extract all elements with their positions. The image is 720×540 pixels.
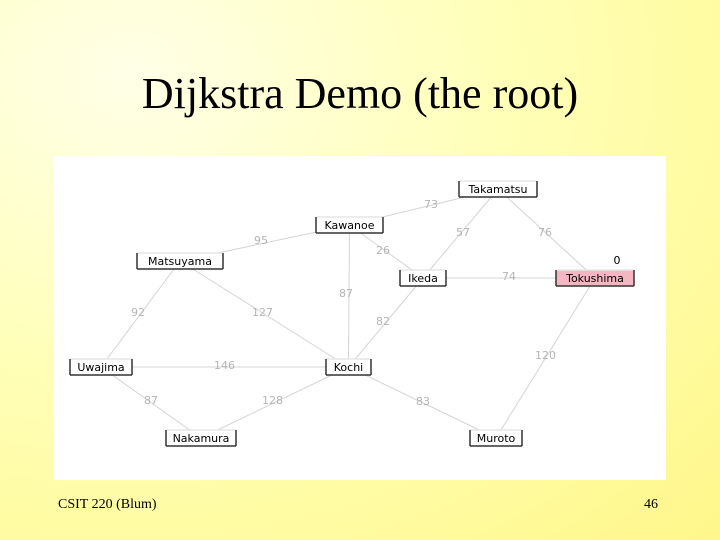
edge-weight-matsuyama-kawanoe: 95	[254, 234, 268, 247]
node-label-ikeda: Ikeda	[408, 272, 438, 285]
edge-kawanoe-kochi	[348, 224, 350, 368]
node-box-matsuyama	[137, 253, 223, 269]
edge-ikeda-takamatsu	[422, 188, 499, 279]
node-ikeda: Ikeda	[399, 269, 447, 287]
node-kochi: Kochi	[325, 358, 372, 376]
edge-weight-kawanoe-ikeda: 26	[376, 244, 390, 257]
edge-layer	[100, 188, 596, 439]
edge-uwajima-nakamura	[100, 366, 202, 439]
edge-weight-matsuyama-uwajima: 92	[131, 306, 145, 319]
graph-panel: 73 57 76 95 26 74 87 82 92 127 146 87 128 83 120 Takam…	[54, 156, 666, 480]
edge-kochi-nakamura	[200, 366, 349, 439]
node-box-muroto	[470, 430, 522, 446]
node-nakamura: Nakamura	[165, 429, 237, 447]
node-tokushima: Tokushima 0	[555, 254, 635, 287]
graph-diagram: 73 57 76 95 26 74 87 82 92 127 146 87 128 83 120 Takam…	[69, 180, 635, 447]
node-kawanoe: Kawanoe	[315, 216, 384, 234]
node-box-ikeda	[400, 270, 446, 286]
edge-weight-kawanoe-kochi: 87	[339, 287, 353, 300]
edge-weight-ikeda-takamatsu: 57	[456, 226, 470, 239]
node-label-muroto: Muroto	[477, 432, 516, 445]
slide-title: Dijkstra Demo (the root)	[141, 69, 579, 118]
edge-matsuyama-uwajima	[100, 260, 181, 368]
edge-ikeda-kochi	[348, 277, 424, 368]
slide-page-number: 46	[644, 497, 658, 512]
edge-weight-ikeda-tokushima: 74	[502, 270, 516, 283]
node-box-kawanoe	[316, 217, 383, 233]
node-box-tokushima	[556, 270, 634, 286]
edge-weight-uwajima-nakamura: 87	[144, 394, 158, 407]
edge-matsuyama-kochi	[179, 260, 349, 368]
node-label-kawanoe: Kawanoe	[325, 219, 375, 232]
edge-takamatsu-tokushima	[497, 188, 596, 279]
node-box-nakamura	[166, 430, 236, 446]
node-box-kochi	[326, 359, 371, 375]
edge-kochi-muroto	[348, 366, 497, 439]
node-label-takamatsu: Takamatsu	[467, 183, 527, 196]
edge-weight-tokushima-muroto: 120	[535, 349, 556, 362]
node-box-uwajima	[70, 359, 132, 375]
node-label-tokushima: Tokushima	[565, 272, 624, 285]
node-label-matsuyama: Matsuyama	[148, 255, 212, 268]
edge-weight-uwajima-kochi: 146	[214, 359, 235, 372]
node-box-takamatsu	[459, 181, 537, 197]
node-label-kochi: Kochi	[334, 361, 363, 374]
node-label-uwajima: Uwajima	[77, 361, 124, 374]
node-takamatsu: Takamatsu	[458, 180, 538, 198]
edge-kawanoe-ikeda	[349, 224, 424, 279]
node-distance-tokushima: 0	[614, 254, 621, 267]
edge-weight-kawanoe-takamatsu: 73	[424, 198, 438, 211]
edge-weight-kochi-muroto: 83	[416, 395, 430, 408]
node-label-nakamura: Nakamura	[173, 432, 230, 445]
edge-weight-matsuyama-kochi: 127	[252, 306, 273, 319]
edge-weight-kochi-nakamura: 128	[262, 394, 283, 407]
edge-tokushima-muroto	[495, 277, 596, 439]
edge-weight-ikeda-kochi: 82	[376, 315, 390, 328]
node-matsuyama: Matsuyama	[136, 252, 224, 270]
footer-course-label: CSIT 220 (Blum)	[58, 497, 157, 512]
weight-layer: 73 57 76 95 26 74 87 82 92 127 146 87 128 83 120	[131, 198, 556, 408]
node-uwajima: Uwajima	[69, 358, 133, 376]
node-muroto: Muroto	[469, 429, 523, 447]
edge-weight-takamatsu-tokushima: 76	[538, 226, 552, 239]
